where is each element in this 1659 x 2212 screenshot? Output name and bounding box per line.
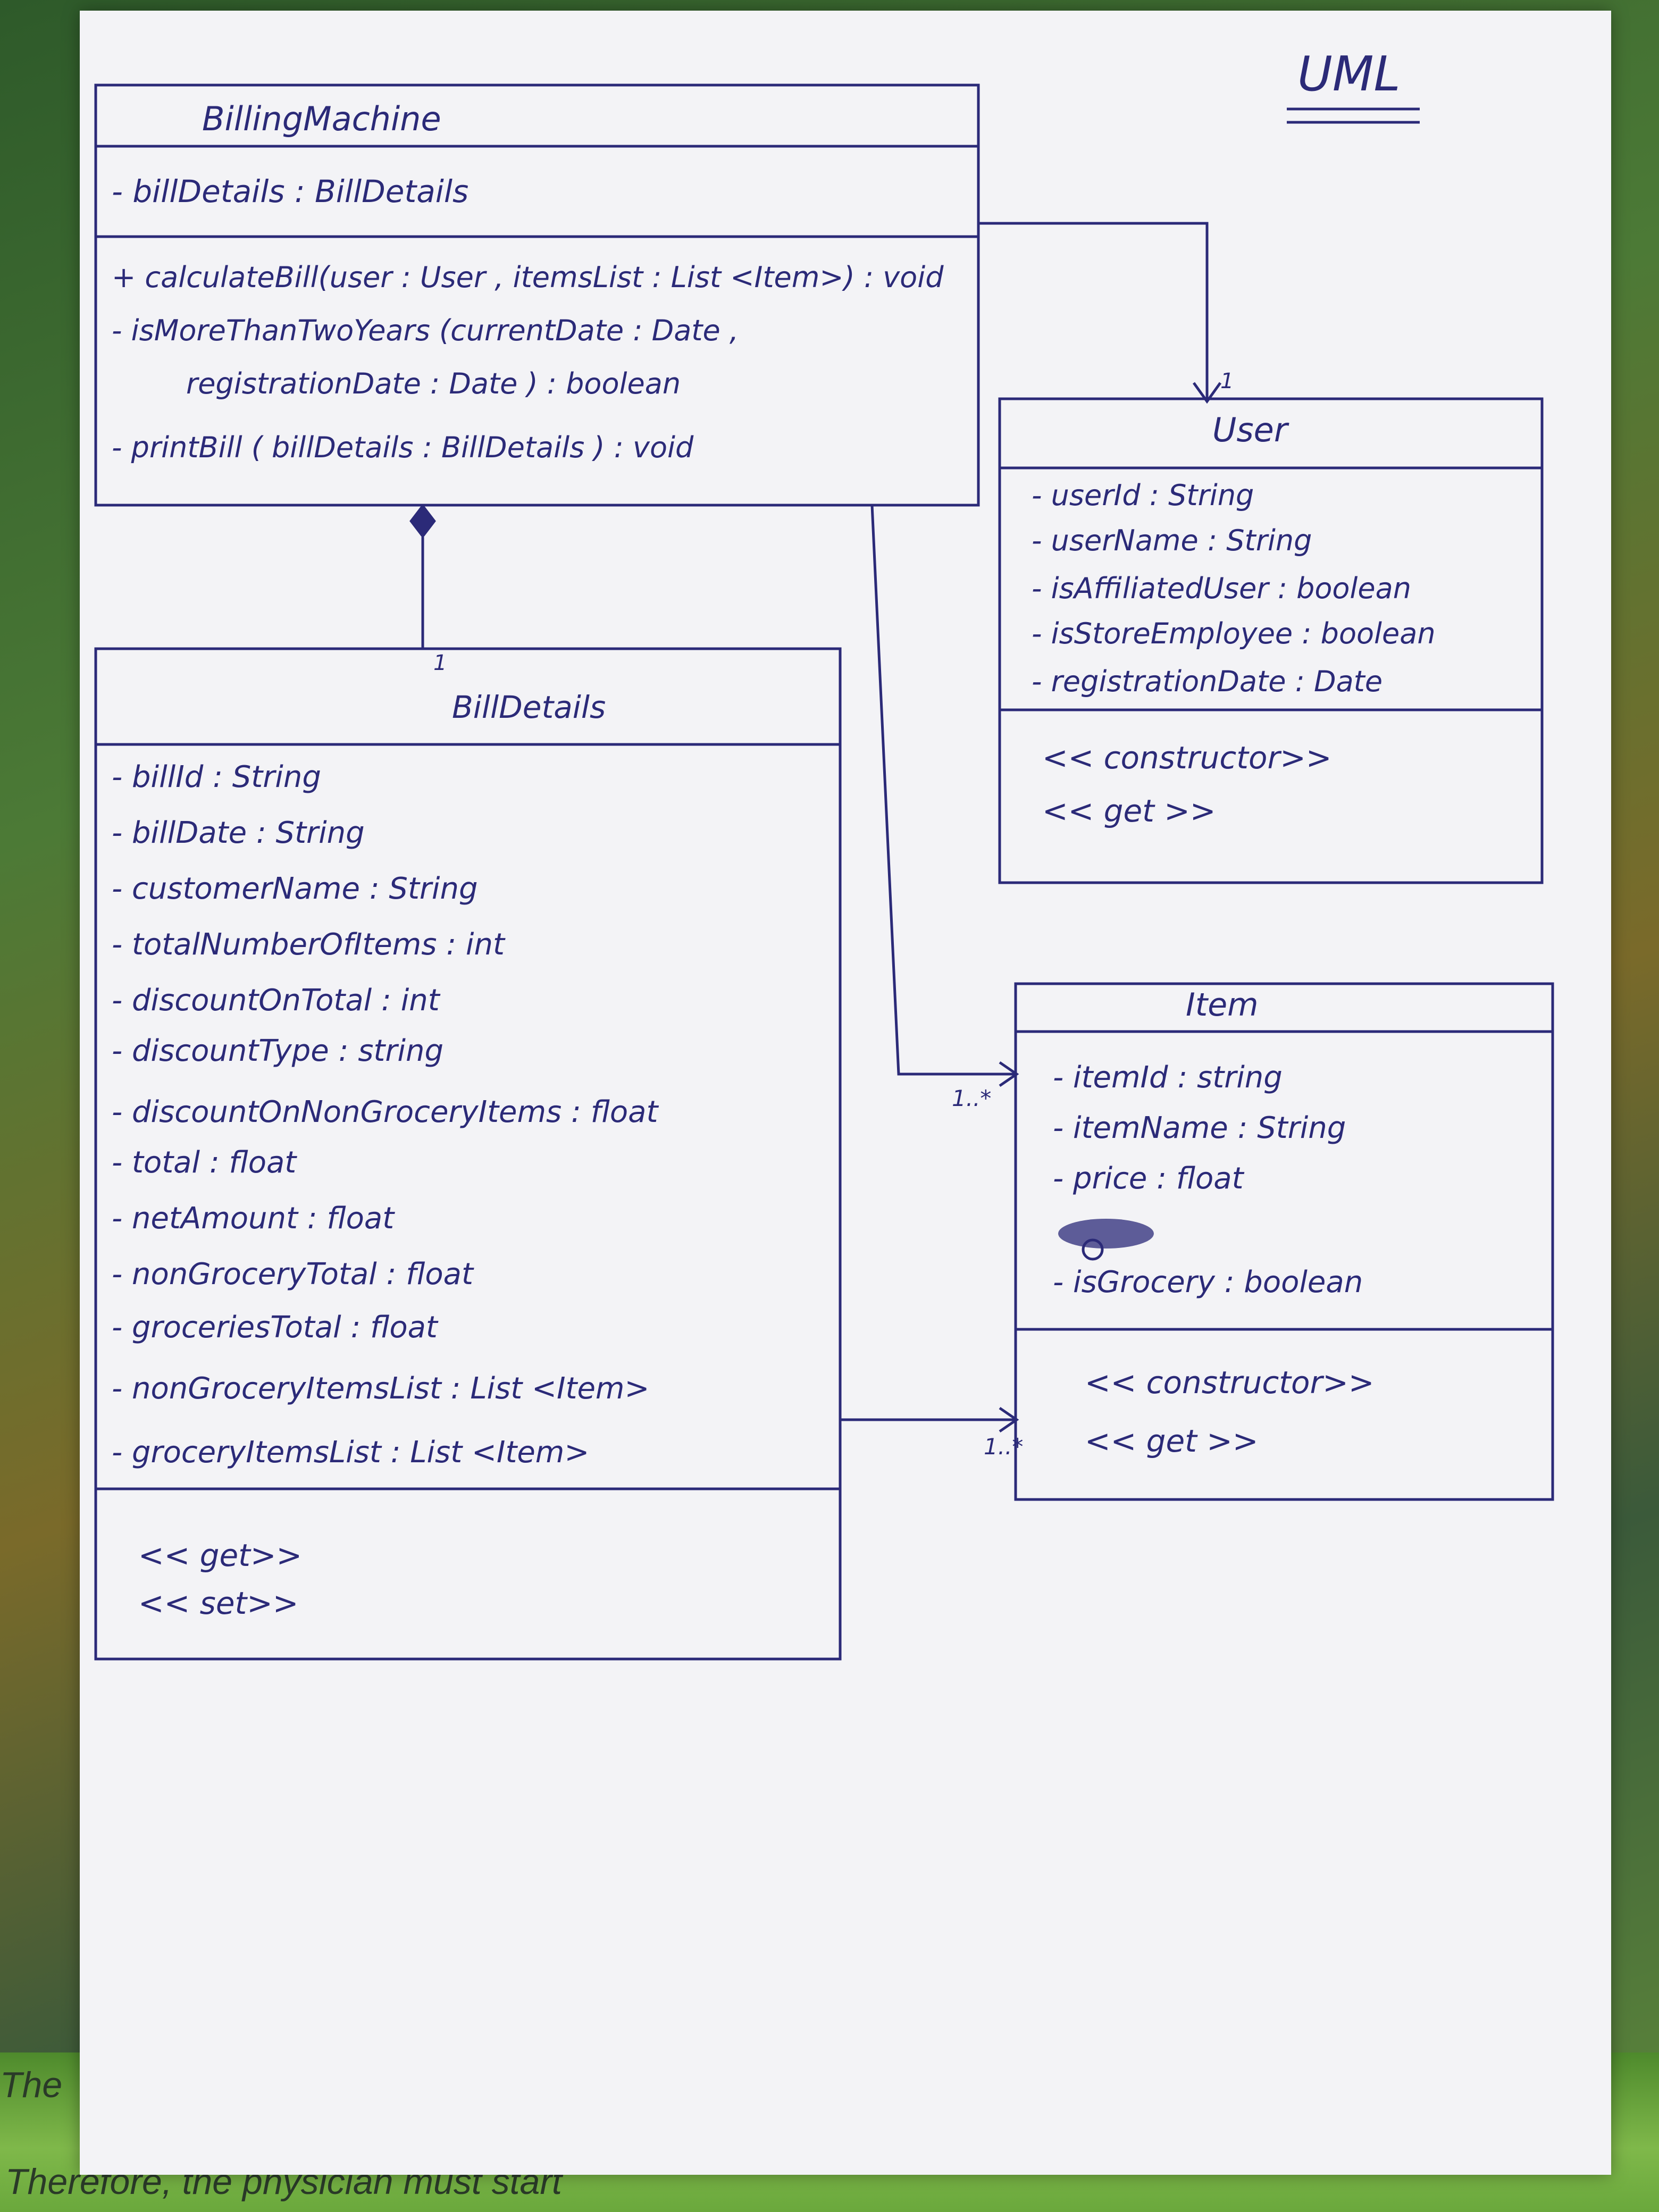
attribute: - userName : String [1032,524,1312,557]
method: + calculateBill(user : User , itemsList … [112,261,944,294]
method: << constructor>> [1042,740,1332,776]
svg-text:UML: UML [1297,46,1401,102]
method: << get>> [138,1537,302,1573]
class-billing-machine: BillingMachine - billDetails : BillDetai… [94,83,980,507]
attribute: - itemId : string [1053,1060,1283,1095]
attribute: - billId : String [112,760,321,794]
composition-billingmachine-billdetails: 1 [409,504,447,675]
attribute: - discountOnNonGroceryItems : float [112,1095,659,1129]
attribute: - price : float [1053,1161,1245,1196]
method: - printBill ( billDetails : BillDetails … [112,431,694,464]
attribute: - discountType : string [112,1034,443,1068]
uml-diagram: UML BillingMachine - billDetails : BillD… [94,46,1554,1661]
class-bill-details: BillDetails - billId : String - billDate… [94,647,842,1661]
class-name: User [1212,410,1289,449]
association-billdetails-item: 1..* [840,1406,1023,1460]
attribute: - totalNumberOfItems : int [112,927,506,962]
attribute: - isStoreEmployee : boolean [1032,617,1436,650]
scribble-mark [1058,1219,1154,1261]
method: - isMoreThanTwoYears (currentDate : Date… [112,314,739,347]
attribute: - netAmount : float [112,1201,395,1236]
attribute: - isAffiliatedUser : boolean [1032,572,1411,605]
class-name: BillDetails [452,689,606,725]
multiplicity-label: 1 [433,651,447,675]
association-billingmachine-item: 1..* [870,505,1019,1111]
attribute: - groceriesTotal : float [112,1310,439,1345]
attribute: - total : float [112,1145,297,1180]
paper-sheet: UML BillingMachine - billDetails : BillD… [80,11,1611,2175]
class-item: Item - itemId : string - itemName : Stri… [1014,982,1554,1501]
background-caption-fragment: The [0,2065,63,2105]
class-user: User - userId : String - userName : Stri… [998,397,1544,884]
attribute: - nonGroceryItemsList : List <Item> [112,1371,649,1406]
attribute: - discountOnTotal : int [112,983,441,1018]
attribute: - billDate : String [112,816,365,850]
attribute: - customerName : String [112,872,478,906]
method: registrationDate : Date ) : boolean [186,367,681,400]
attribute: - nonGroceryTotal : float [112,1257,474,1292]
diagram-title: UML [1287,46,1420,124]
method: << get >> [1042,793,1216,829]
multiplicity-label: 1..* [984,1434,1023,1460]
multiplicity-label: 1 [1220,369,1234,393]
class-name: Item [1186,986,1259,1024]
method: << get >> [1085,1423,1259,1459]
attribute: - billDetails : BillDetails [112,173,468,210]
attribute: - itemName : String [1053,1111,1346,1145]
attribute: - isGrocery : boolean [1053,1265,1363,1300]
association-billingmachine-user: 1 [978,222,1234,404]
attribute: - groceryItemsList : List <Item> [112,1435,589,1470]
attribute: - userId : String [1032,479,1254,512]
method: << constructor>> [1085,1364,1375,1401]
attribute: - registrationDate : Date [1032,665,1382,698]
multiplicity-label: 1..* [952,1085,991,1111]
class-name: BillingMachine [202,99,441,138]
method: << set>> [138,1585,298,1621]
